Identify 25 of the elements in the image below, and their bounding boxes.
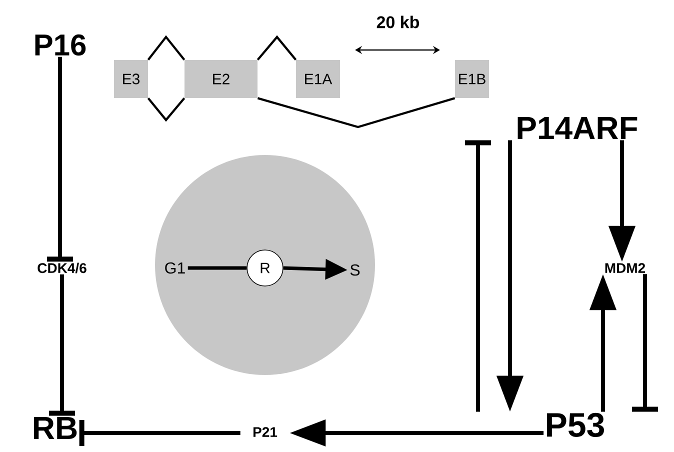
inhibition-line: [632, 274, 658, 412]
gene-label: MDM2: [605, 263, 646, 273]
gene-label: RB: [34, 417, 77, 439]
line: [188, 266, 247, 270]
gene-label: P21: [254, 427, 278, 437]
cell-cycle-circle: [155, 155, 375, 375]
gene-label: CDK4/6: [38, 262, 86, 274]
inhibition-line: [79, 420, 240, 446]
gene-label: P53: [547, 412, 604, 438]
splice-line: [257, 97, 456, 128]
splice-line: [147, 35, 186, 60]
splice-line: [147, 97, 186, 122]
dimension-label: 20 kb: [376, 16, 420, 28]
inhibition-line: [49, 274, 75, 416]
exon-box: E1B: [455, 60, 489, 98]
inhibition-line: [465, 140, 491, 412]
exon-box: E1A: [296, 60, 340, 98]
gene-label: P14ARF: [518, 117, 638, 139]
gene-label: P16: [35, 34, 86, 56]
phase-label: S: [350, 264, 360, 276]
exon-box: E3: [114, 60, 148, 98]
inhibition-line: [47, 56, 73, 262]
exon-box: E2: [184, 60, 258, 98]
splice-line: [256, 35, 297, 61]
phase-label: G1: [165, 262, 185, 274]
